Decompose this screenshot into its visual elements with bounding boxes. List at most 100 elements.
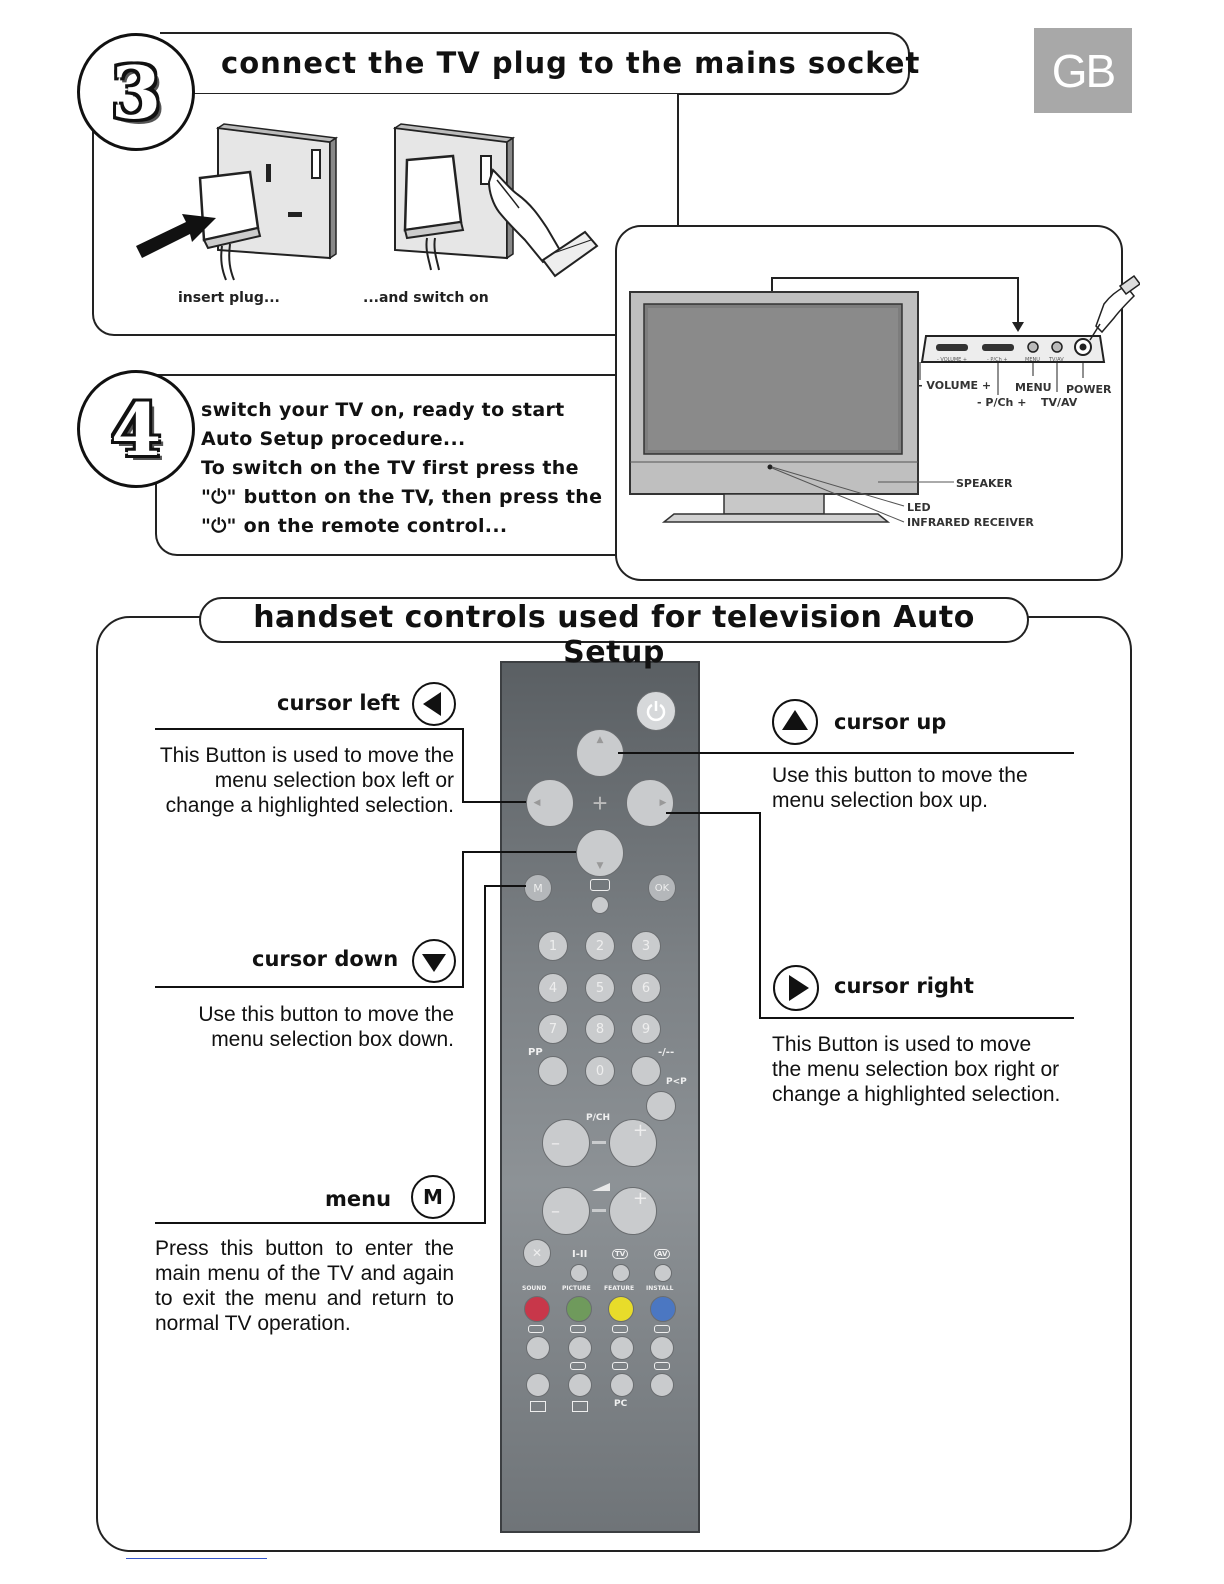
remote-info-button[interactable] — [591, 896, 609, 914]
remote-teletext-button[interactable] — [568, 1336, 592, 1360]
teletext-icon — [654, 1325, 670, 1333]
small-label-pch: - P/Ch + — [987, 357, 1008, 363]
remote-digit-7[interactable]: 7 — [538, 1014, 568, 1044]
remote-tv-button[interactable] — [612, 1264, 630, 1282]
remote-ch-minus-button[interactable]: – — [542, 1119, 590, 1167]
teletext-icons-row2 — [570, 1362, 680, 1370]
cursor-left-leader-v — [462, 728, 464, 802]
pch-dash-icon — [592, 1141, 606, 1144]
remote-digit-0[interactable]: 0 — [585, 1056, 615, 1086]
av-label: AV — [654, 1249, 671, 1259]
remote-pp-swap-button[interactable] — [646, 1091, 676, 1121]
handset-title-pill — [199, 597, 1029, 643]
remote-cursor-right-button[interactable]: ▶ — [626, 779, 674, 827]
tv-illustration — [629, 274, 1140, 523]
left-arrow-icon: ◀ — [533, 798, 541, 808]
remote-menu-button[interactable]: M — [524, 874, 552, 902]
remote-digit-4[interactable]: 4 — [538, 973, 568, 1003]
remote-vol-minus-button[interactable]: – — [542, 1187, 590, 1235]
remote-ch-plus-button[interactable]: + — [609, 1119, 657, 1167]
picture-label: PICTURE — [562, 1285, 591, 1292]
step3-title: connect the TV plug to the mains socket — [221, 46, 921, 80]
step4-panel — [155, 374, 625, 556]
cursor-left-title: cursor left — [277, 691, 400, 715]
label-power: POWER — [1066, 383, 1112, 396]
label-led: LED — [907, 501, 931, 514]
cursor-down-icon — [412, 939, 456, 983]
remote-pp-button[interactable] — [538, 1056, 568, 1086]
remote-dash-button[interactable] — [631, 1056, 661, 1086]
remote-cursor-up-button[interactable]: ▲ — [576, 729, 624, 777]
remote-ok-button[interactable]: OK — [648, 874, 676, 902]
cursor-right-leader-h — [666, 812, 760, 814]
cursor-right-icon — [773, 965, 819, 1011]
sound-label: SOUND — [522, 1285, 547, 1292]
volume-ramp-icon — [592, 1183, 610, 1191]
vol-dash-icon — [592, 1209, 606, 1212]
menu-title: menu — [325, 1187, 392, 1211]
label-menu: MENU — [1015, 381, 1052, 394]
caption-switch-on: ...and switch on — [363, 290, 489, 306]
label-infrared: INFRARED RECEIVER — [907, 516, 1034, 529]
up-arrow-icon: ▲ — [596, 735, 604, 745]
remote-digit-3[interactable]: 3 — [631, 931, 661, 961]
power-icon — [646, 701, 666, 722]
cursor-up-title: cursor up — [834, 710, 947, 734]
remote-digit-5[interactable]: 5 — [585, 973, 615, 1003]
dash-label: -/-- — [658, 1047, 675, 1058]
cursor-left-icon — [412, 682, 456, 726]
remote-digit-8[interactable]: 8 — [585, 1014, 615, 1044]
menu-icon: M — [411, 1175, 455, 1219]
remote-teletext-button[interactable] — [526, 1336, 550, 1360]
remote-teletext-button[interactable] — [610, 1373, 634, 1397]
label-pch: - P/Ch + — [977, 396, 1027, 409]
remote-yellow-button[interactable] — [608, 1296, 634, 1322]
teletext-icon — [570, 1325, 586, 1333]
remote-blue-button[interactable] — [650, 1296, 676, 1322]
cursor-down-description: Use this button to move the menu selecti… — [198, 1003, 454, 1051]
remote-digit-1[interactable]: 1 — [538, 931, 568, 961]
footer-link-underline — [126, 1558, 267, 1559]
mute-icon: ✕ — [531, 1246, 543, 1260]
install-label: INSTALL — [646, 1285, 674, 1292]
remote-mute-button[interactable]: ✕ — [523, 1239, 551, 1267]
cursor-right-rule — [759, 1017, 1074, 1019]
cursor-left-rule — [155, 728, 463, 730]
cursor-down-leader-top — [462, 851, 576, 853]
remote-cursor-left-button[interactable]: ◀ — [526, 779, 574, 827]
down-arrow-icon: ▼ — [596, 861, 604, 871]
menu-leader-top — [484, 885, 526, 887]
cursor-left-leader-h — [462, 801, 526, 803]
remote-teletext-button[interactable] — [650, 1336, 674, 1360]
teletext-icon — [570, 1362, 586, 1370]
cursor-left-description: This Button is used to move the menu sel… — [159, 744, 454, 817]
remote-digit-6[interactable]: 6 — [631, 973, 661, 1003]
pp-label: PP — [528, 1047, 543, 1058]
remote-green-button[interactable] — [566, 1296, 592, 1322]
menu-rule — [155, 1222, 486, 1224]
remote-av-button[interactable] — [654, 1264, 672, 1282]
remote-stereo-button[interactable] — [570, 1264, 588, 1282]
remote-power-button[interactable] — [636, 691, 676, 731]
remote-teletext-button[interactable] — [610, 1336, 634, 1360]
step4-number: 4 — [77, 370, 195, 488]
feature-label: FEATURE — [604, 1285, 635, 1292]
remote-red-button[interactable] — [524, 1296, 550, 1322]
remote-vol-plus-button[interactable]: + — [609, 1187, 657, 1235]
remote-teletext-button[interactable] — [568, 1373, 592, 1397]
small-label-volume: - VOLUME + — [937, 357, 968, 363]
teletext-icons-row1 — [528, 1325, 678, 1333]
cursor-down-rule — [155, 986, 464, 988]
cursor-right-title: cursor right — [834, 974, 974, 998]
cursor-up-icon — [772, 699, 818, 745]
cursor-up-description: Use this button to move the menu selecti… — [772, 764, 1028, 812]
insert-plug-illustration — [136, 123, 339, 281]
small-label-menu: MENU — [1025, 357, 1040, 363]
remote-digit-9[interactable]: 9 — [631, 1014, 661, 1044]
remote-teletext-button[interactable] — [526, 1373, 550, 1397]
remote-teletext-button[interactable] — [650, 1373, 674, 1397]
remote-cursor-down-button[interactable]: ▼ — [576, 829, 624, 877]
label-tvav: TV/AV — [1041, 396, 1078, 409]
remote-digit-2[interactable]: 2 — [585, 931, 615, 961]
menu-leader-v — [484, 885, 486, 1224]
